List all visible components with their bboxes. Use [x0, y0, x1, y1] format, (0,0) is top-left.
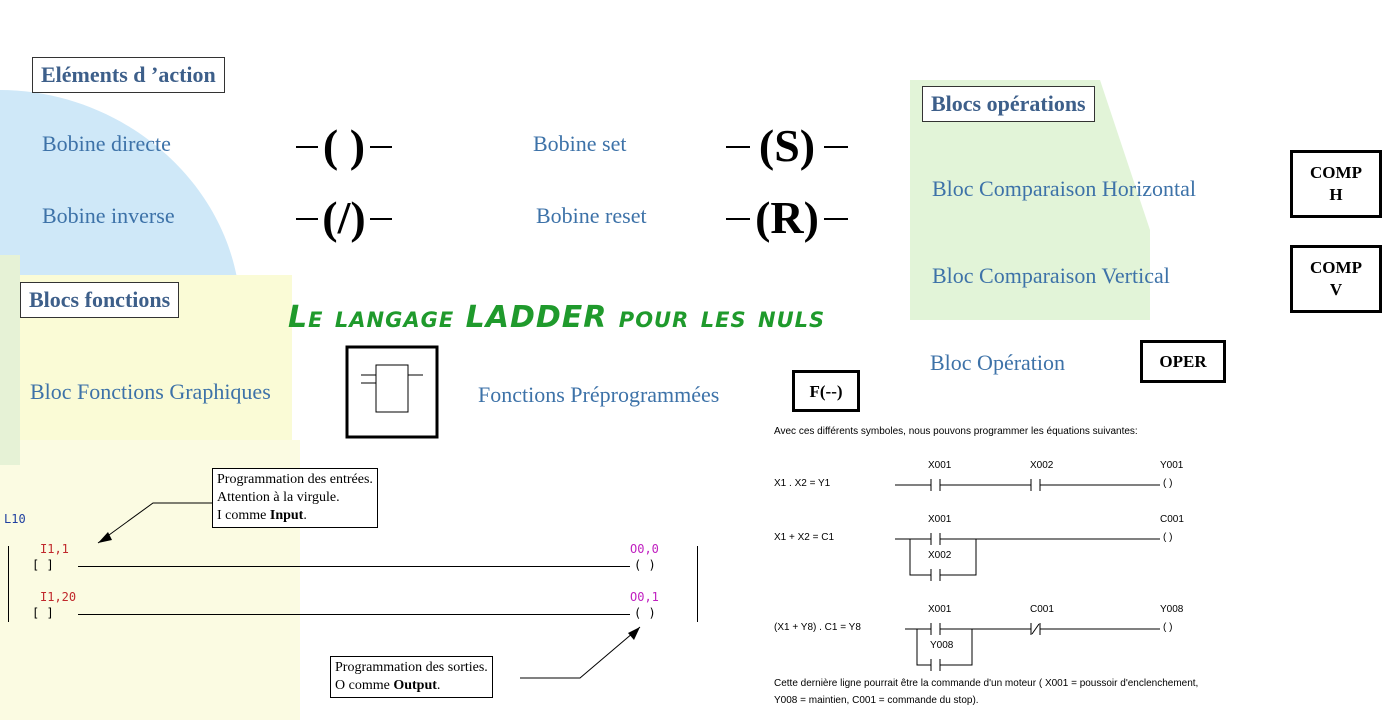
page-title: Le langage LADDER pour les nuls — [288, 300, 826, 335]
eq2-coil: ( ) — [1163, 532, 1173, 543]
inputs-callout-line3: I comme Input. — [217, 507, 373, 525]
output-address-1: O0,0 — [630, 542, 659, 556]
equation-1: X1 . X2 = Y1 — [774, 478, 831, 489]
inputs-callout-line1: Programmation des entrées. — [217, 472, 373, 487]
eq3-coil-y008-label: Y008 — [1160, 604, 1184, 615]
rung-wire-1 — [78, 566, 630, 567]
comp-v-label: Bloc Comparaison Vertical — [932, 263, 1170, 288]
set-coil-label: Bobine set — [533, 131, 627, 156]
rung-label: L10 — [4, 512, 26, 526]
graphic-functions-label: Bloc Fonctions Graphiques — [30, 379, 271, 404]
eq3-contact-c001-label: C001 — [1030, 604, 1054, 615]
set-coil-glyph: (S) — [750, 118, 824, 174]
inverse-coil-label: Bobine inverse — [42, 203, 175, 228]
comp-h-label: Bloc Comparaison Horizontal — [932, 176, 1196, 201]
reset-coil-glyph: (R) — [750, 190, 824, 246]
outputs-callout-keyword: Output — [393, 678, 437, 693]
equation-3: (X1 + Y8) . C1 = Y8 — [774, 622, 861, 633]
comp-h-block: COMP H — [1290, 150, 1382, 218]
green-right-shape — [910, 80, 1150, 320]
oper-block: OPER — [1140, 340, 1226, 383]
eq2-contact-x001-label: X001 — [928, 514, 952, 525]
rung-wire-2 — [78, 614, 630, 615]
eq1-coil-y001-label: Y001 — [1160, 460, 1184, 471]
input-address-2: I1,20 — [40, 590, 77, 604]
eq3-coil: ( ) — [1163, 622, 1173, 633]
eq3-contact-y008-label: Y008 — [930, 640, 954, 651]
outputs-callout-suffix: . — [436, 678, 441, 693]
right-power-rail — [697, 546, 698, 622]
blue-quarter-disc — [0, 90, 240, 300]
direct-coil-symbol: ( ) — [296, 118, 392, 174]
comp-h-line1: COMP — [1310, 163, 1362, 182]
inverse-coil-symbol: (/) — [296, 190, 392, 246]
output-coil-1: ( ) — [634, 558, 656, 572]
operations-heading: Blocs opérations — [922, 86, 1095, 122]
inputs-callout-line2: Attention à la virgule. — [217, 490, 340, 505]
inputs-callout: Programmation des entrées. Attention à l… — [212, 468, 378, 528]
example-note-line1: Cette dernière ligne pourrait être la co… — [774, 678, 1199, 689]
actions-heading: Eléments d ’action — [32, 57, 225, 93]
function-block-icon — [345, 345, 439, 439]
equation-2: X1 + X2 = C1 — [774, 532, 835, 543]
functions-heading: Blocs fonctions — [20, 282, 180, 318]
input-contact-2: [ ] — [32, 606, 54, 620]
comp-v-block: COMP V — [1290, 245, 1382, 313]
input-contact-1: [ ] — [32, 558, 54, 572]
output-address-2: O0,1 — [630, 590, 659, 604]
output-coil-2: ( ) — [634, 606, 656, 620]
inputs-callout-keyword: Input — [269, 508, 304, 523]
direct-coil-glyph: ( ) — [318, 118, 370, 174]
reset-coil-symbol: (R) — [726, 190, 848, 246]
eq2-coil-c001-label: C001 — [1160, 514, 1184, 525]
reset-coil-label: Bobine reset — [536, 203, 647, 228]
left-power-rail — [8, 546, 9, 622]
outputs-callout-prefix: O comme — [335, 678, 394, 693]
green-left-strip — [0, 255, 20, 465]
eq2-contact-x002-label: X002 — [928, 550, 952, 561]
oper-label: Bloc Opération — [930, 350, 1066, 375]
comp-h-line2: H — [1329, 185, 1343, 204]
examples-intro: Avec ces différents symboles, nous pouvo… — [774, 426, 1138, 437]
comp-v-line1: COMP — [1310, 258, 1362, 277]
input-address-1: I1,1 — [40, 542, 69, 556]
eq3-contact-x001-label: X001 — [928, 604, 952, 615]
outputs-callout: Programmation des sorties. O comme Outpu… — [330, 656, 493, 698]
example-note-line2: Y008 = maintien, C001 = commande du stop… — [774, 695, 979, 706]
preprog-functions-label: Fonctions Préprogrammées — [478, 382, 720, 407]
inverse-coil-glyph: (/) — [318, 190, 370, 246]
eq1-coil: ( ) — [1163, 478, 1173, 489]
eq1-contact-x002-label: X002 — [1030, 460, 1054, 471]
outputs-callout-line2: O comme Output. — [335, 677, 488, 695]
direct-coil-label: Bobine directe — [42, 131, 171, 156]
preprog-function-block: F(--) — [792, 370, 860, 412]
outputs-callout-line1: Programmation des sorties. — [335, 660, 488, 675]
comp-v-line2: V — [1329, 280, 1343, 299]
set-coil-symbol: (S) — [726, 118, 848, 174]
inputs-callout-suffix: . — [303, 508, 307, 523]
inputs-callout-prefix: I comme — [217, 508, 270, 523]
eq1-contact-x001-label: X001 — [928, 460, 952, 471]
